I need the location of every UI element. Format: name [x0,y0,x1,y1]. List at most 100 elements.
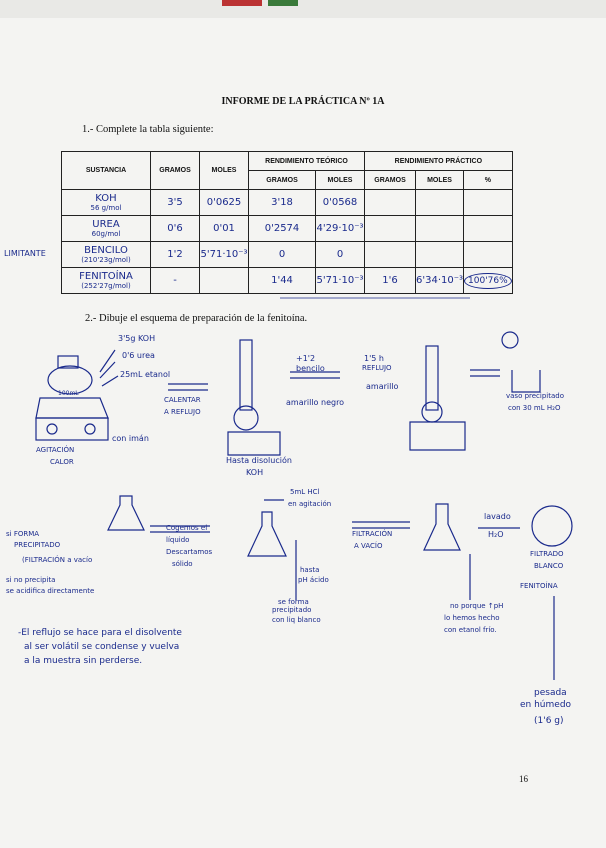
product-circle [531,505,573,547]
note-solido: sólido [172,560,193,568]
process-arrow [352,521,410,529]
note-filtracion: (FILTRACIÓN a vacío [22,556,93,564]
note-hasta: Hasta disolución [226,456,292,465]
note-peso: (1'6 g) [534,716,564,726]
note-se-forma: se forma [278,598,309,606]
limitante-label: LIMITANTE [4,249,46,258]
hot-plate-base [35,417,109,441]
note-cogemos: Cogemos el [166,524,208,532]
note-etanol: 25mL etanol [120,370,171,379]
cell-pct: 100'76% [463,267,513,294]
note-bencilo-qty: +1'2 [296,354,316,363]
cell-pct [463,241,513,268]
note-filtracion-2: FILTRACIÓN [352,530,393,538]
note-reflujo: A REFLUJO [164,408,201,416]
note-vaso: vaso precipitado [506,392,565,400]
note-reflux-2: al ser volátil se condense y vuelva [24,642,180,652]
top-strip-red [222,0,262,6]
note-h2o: H₂O [488,530,504,539]
note-100ml: 100mL [58,390,79,397]
cell-tg: 3'18 [248,189,316,216]
note-blanco: BLANCO [534,562,564,570]
cell-pg [364,215,416,242]
note-amarillo: amarillo [366,382,399,391]
note-liq-blanco: con liq blanco [272,616,321,624]
results-table: SUSTANCIA GRAMOS MOLES RENDIMIENTO TEÓRI… [61,151,513,294]
note-koh2: KOH [246,468,264,477]
top-strip-green [268,0,298,6]
note-vaso-h2o: con 30 mL H₂O [508,404,561,412]
note-hcl: 5mL HCl [290,488,320,496]
heating-block [227,431,281,456]
note-descartamos: Descartamos [166,548,213,556]
note-precipitado-2: precipitado [272,606,312,614]
note-15h: 1'5 h [364,354,384,363]
note-en-humedo: en húmedo [520,700,572,710]
note-lavado: lavado [484,512,511,521]
round-flask-icon [47,365,93,395]
knob-icon [84,423,96,435]
condenser-icon [239,339,253,411]
cell-pm: 6'34·10⁻³ [414,267,465,294]
cell-mol [199,267,249,294]
note-lo-hemos: lo hemos hecho [444,614,500,622]
filter-flask-icon [423,503,461,551]
table-header-row: SUSTANCIA GRAMOS MOLES RENDIMIENTO TEÓRI… [61,151,513,190]
question-1: 1.- Complete la tabla siguiente: [82,124,214,135]
round-flask-icon [421,401,443,423]
flask-neck [57,355,79,369]
pct-circled: 100'76% [464,273,512,289]
note-a-vacio: A VACÍO [354,542,383,550]
note-fenitoina: FENITOÍNA [520,582,558,590]
cell-tm: 5'71·10⁻³ [315,267,365,294]
heating-block [409,421,466,451]
note-calentar: CALENTAR [164,396,201,404]
process-arrow [290,371,340,379]
note-reflux-3: a la muestra sin perderse. [24,656,143,666]
process-arrow [150,525,210,533]
page-title: INFORME DE LA PRÁCTICA Nº 1A [221,96,385,107]
cell-tm: 0 [315,241,365,268]
note-no-porque: no porque ↑pH [450,602,504,610]
note-reflux-1: -El reflujo se hace para el disolvente [18,628,182,638]
note-bencilo: bencilo [296,364,325,373]
note-si-forma: si FORMA [6,530,40,538]
condenser-icon [425,345,439,411]
note-agitacion: AGITACIÓN [36,446,75,454]
round-flask-icon [233,405,259,431]
cell-tg: 1'44 [248,267,316,294]
erlenmeyer-icon [107,495,145,531]
note-pesada: pesada [534,688,567,698]
note-amarillo-negro: amarillo negro [286,398,345,407]
note-reflujo-2: REFLUJO [362,364,392,372]
knob-icon [46,423,58,435]
cell-pct [463,215,513,242]
col-gramos: GRAMOS [150,151,200,190]
question-2: 2.- Dibuje el esquema de preparación de … [85,313,308,324]
note-filtrado: FILTRADO [530,550,564,558]
cell-name: FENITOÍNA(252'27g/mol) [61,267,151,294]
note-precipitado: PRECIPITADO [14,541,61,549]
addition-arrows [99,349,119,387]
process-arrow [168,383,208,391]
note-urea: 0'6 urea [122,351,155,360]
note-agitacion-2: en agitación [288,500,332,508]
cell-pct [463,189,513,216]
beaker-icon [511,370,541,393]
note-acidifica: se acidifica directamente [6,587,95,595]
table-row: FENITOÍNA(252'27g/mol) - 1'44 5'71·10⁻³ … [61,267,513,294]
cell-g: - [150,267,200,294]
cell-mol: 5'71·10⁻³ [199,241,249,268]
note-hasta-ph: hasta [300,566,320,574]
note-no-precipita: si no precipita [6,576,56,584]
dropper-icon [501,331,519,349]
col-sustancia: SUSTANCIA [61,151,151,190]
cell-pm [414,215,465,242]
note-liquido: líquido [166,536,190,544]
note-iman: con imán [112,434,149,443]
note-koh: 3'5g KOH [118,334,156,343]
note-calor: CALOR [50,458,74,466]
cell-tm: 4'29·10⁻³ [315,215,365,242]
note-etanol-frio: con etanol frío. [444,626,497,634]
